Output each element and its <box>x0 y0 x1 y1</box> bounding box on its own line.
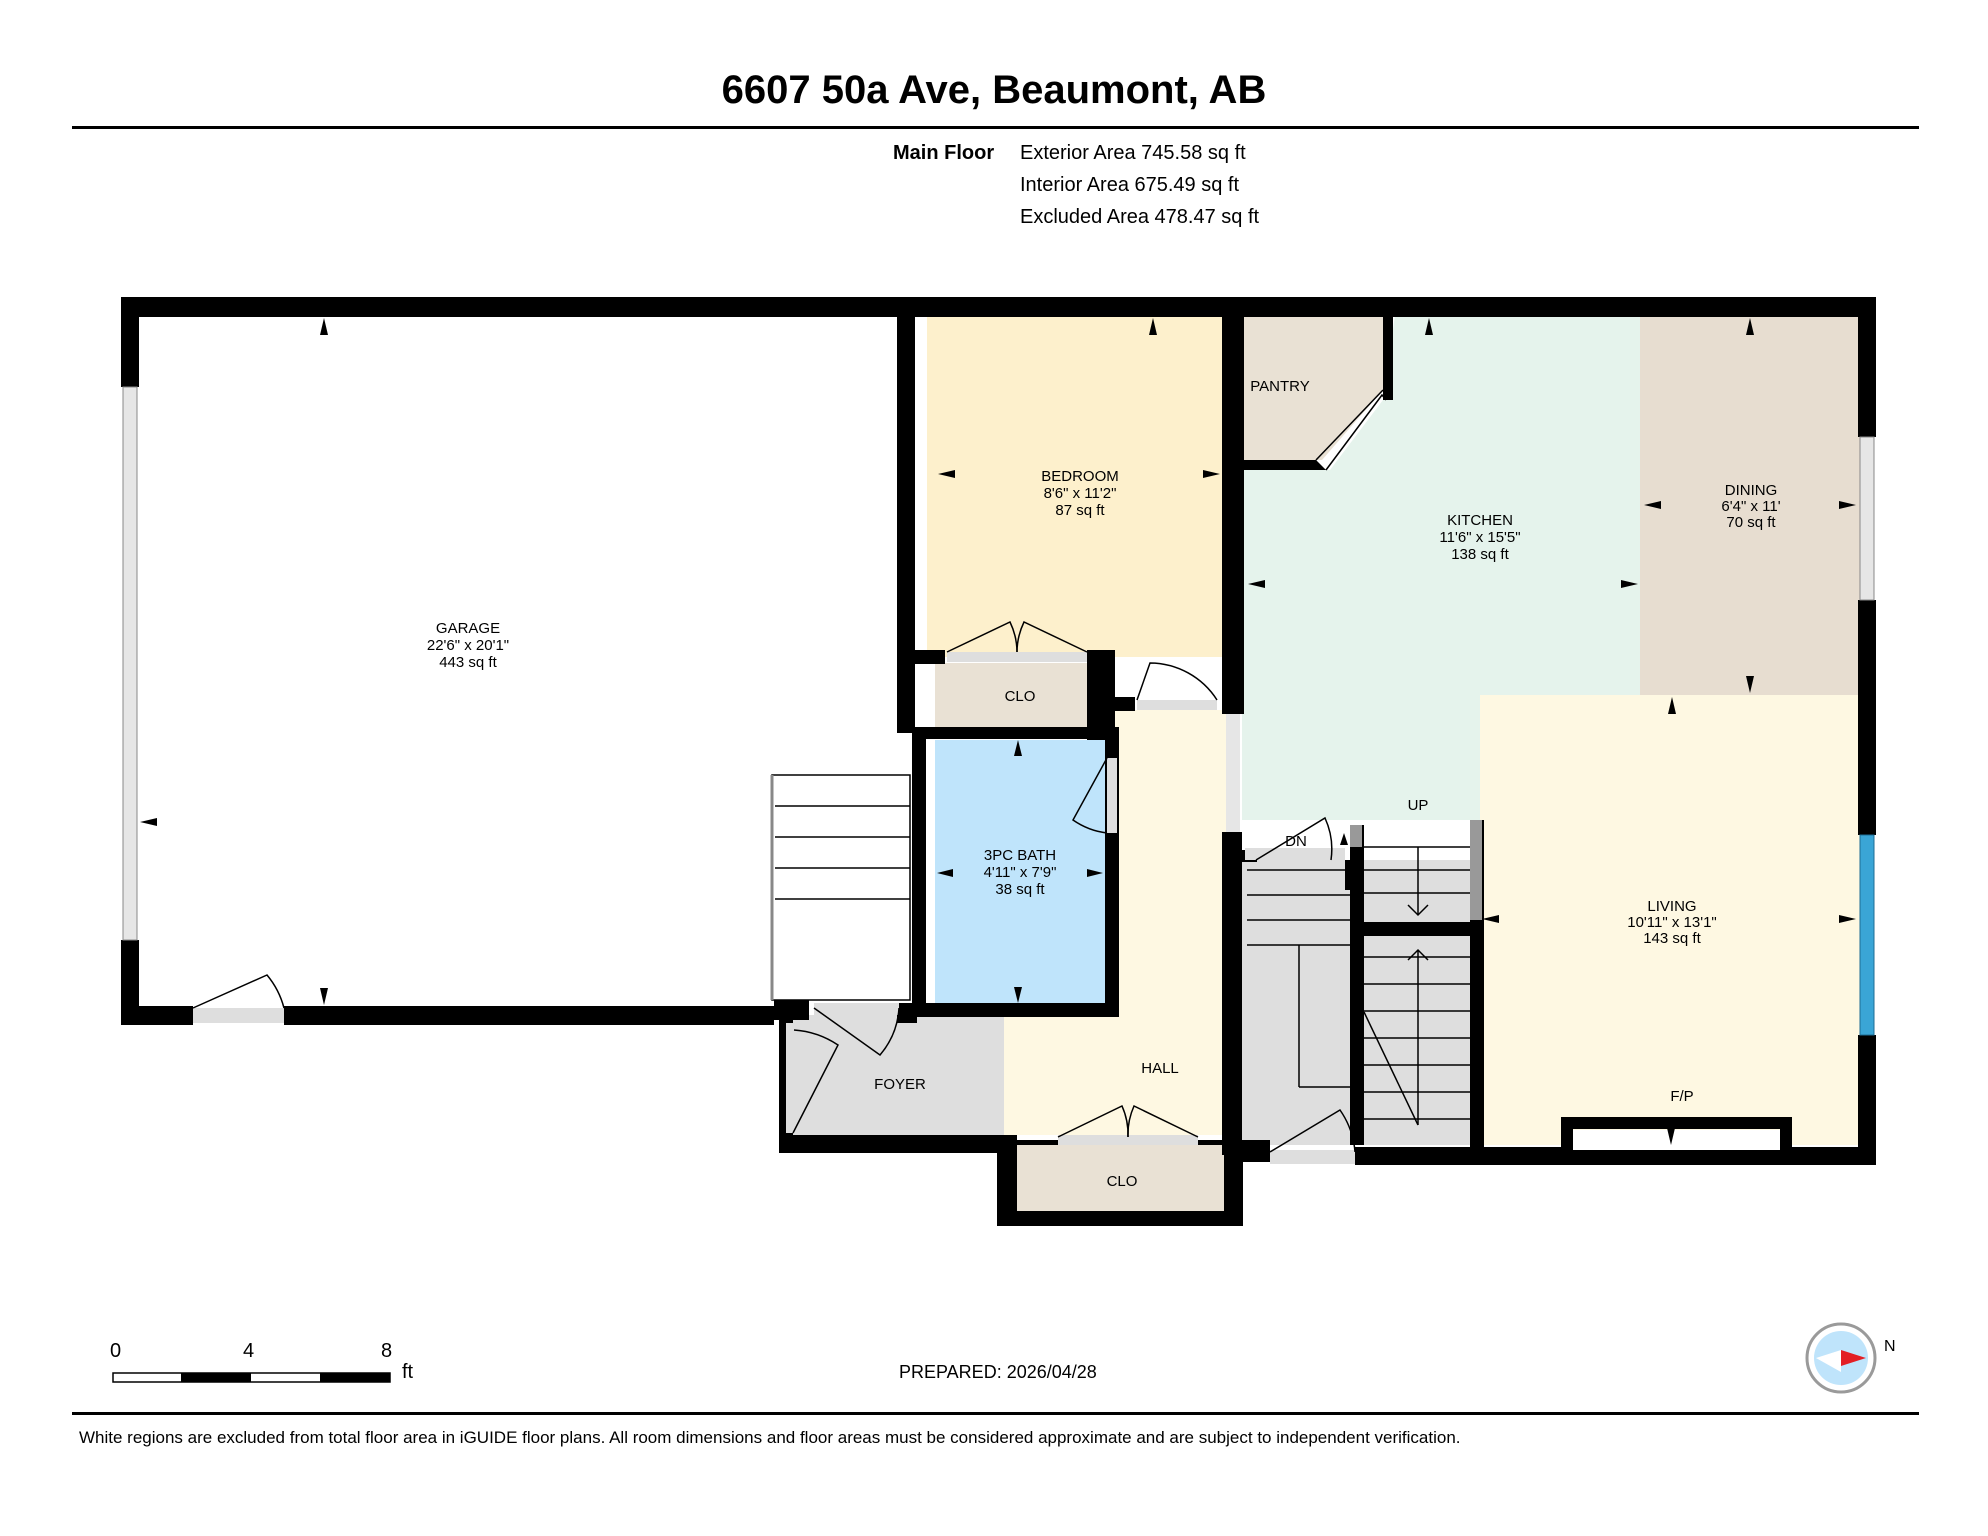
bedroom-dims: 8'6" x 11'2" <box>1044 485 1117 502</box>
bath-area-label: 38 sq ft <box>995 881 1045 898</box>
footer-rule <box>72 1412 1919 1415</box>
bedroom-name: BEDROOM <box>1041 468 1119 485</box>
foyer-area <box>786 1015 1004 1135</box>
living-name: LIVING <box>1647 898 1696 915</box>
room-labels: GARAGE 22'6" x 20'1" 443 sq ft BEDROOM 8… <box>427 378 1781 1190</box>
bedroom-area <box>927 310 1230 657</box>
foyer-name: FOYER <box>874 1076 926 1093</box>
title-rule <box>72 126 1919 129</box>
prepared-date: PREPARED: 2026/04/28 <box>899 1362 1097 1382</box>
page-title: 6607 50a Ave, Beaumont, AB <box>721 68 1267 112</box>
stairs-down-label: DN <box>1285 833 1307 850</box>
kitchen-name: KITCHEN <box>1447 512 1513 529</box>
hall-area <box>1114 710 1230 1135</box>
kitchen-dims: 11'6" x 15'5" <box>1439 529 1520 546</box>
scale-bar <box>112 1372 391 1383</box>
garage-name: GARAGE <box>436 620 500 637</box>
living-area <box>1480 695 1860 1145</box>
dimension-arrows <box>140 318 1856 1145</box>
garage-area-label: 443 sq ft <box>439 654 497 671</box>
compass-icon <box>1805 1322 1877 1394</box>
living-window <box>1859 834 1875 1036</box>
scale-unit: ft <box>402 1361 414 1383</box>
pantry-name: PANTRY <box>1250 378 1309 395</box>
hall-lower-area <box>1004 1015 1122 1135</box>
bath-dims: 4'11" x 7'9" <box>984 864 1057 881</box>
disclaimer: White regions are excluded from total fl… <box>79 1428 1461 1447</box>
hall-name: HALL <box>1141 1060 1179 1077</box>
pantry-area <box>1242 315 1383 460</box>
fireplace-hearth <box>1573 1130 1780 1150</box>
interior-area: Interior Area 675.49 sq ft <box>1020 174 1240 196</box>
scale-tick-4: 4 <box>243 1340 255 1362</box>
living-dims: 10'11" x 13'1" <box>1627 914 1717 931</box>
dining-area-label: 70 sq ft <box>1726 514 1776 531</box>
closet-hall-name: CLO <box>1107 1173 1138 1190</box>
bedroom-area-label: 87 sq ft <box>1055 502 1105 519</box>
floor-name: Main Floor <box>893 142 995 164</box>
garage-dims: 22'6" x 20'1" <box>427 637 509 654</box>
dining-name: DINING <box>1725 482 1778 499</box>
dining-dims: 6'4" x 11' <box>1721 498 1780 515</box>
garage-window <box>122 386 138 941</box>
fireplace-label: F/P <box>1670 1088 1693 1105</box>
bath-name: 3PC BATH <box>984 847 1056 864</box>
kitchen-area-label: 138 sq ft <box>1451 546 1509 563</box>
closet-bedroom-name: CLO <box>1005 688 1036 705</box>
dining-area <box>1640 315 1860 695</box>
dining-window <box>1859 436 1875 601</box>
stairs-up-label: UP <box>1408 797 1429 814</box>
living-area-label: 143 sq ft <box>1643 930 1701 947</box>
scale-tick-0: 0 <box>110 1340 122 1362</box>
closet-bedroom-area <box>935 663 1105 731</box>
compass-north-label: N <box>1884 1338 1896 1355</box>
bath-area <box>935 740 1105 1003</box>
stairs <box>770 774 1482 1126</box>
excluded-area: Excluded Area 478.47 sq ft <box>1020 206 1260 228</box>
hall-opening <box>1226 714 1240 832</box>
doors <box>192 389 1387 1164</box>
walls <box>121 297 1876 1226</box>
kitchen-area <box>1242 315 1640 820</box>
exterior-area: Exterior Area 745.58 sq ft <box>1020 142 1246 164</box>
scale-tick-8: 8 <box>381 1340 393 1362</box>
